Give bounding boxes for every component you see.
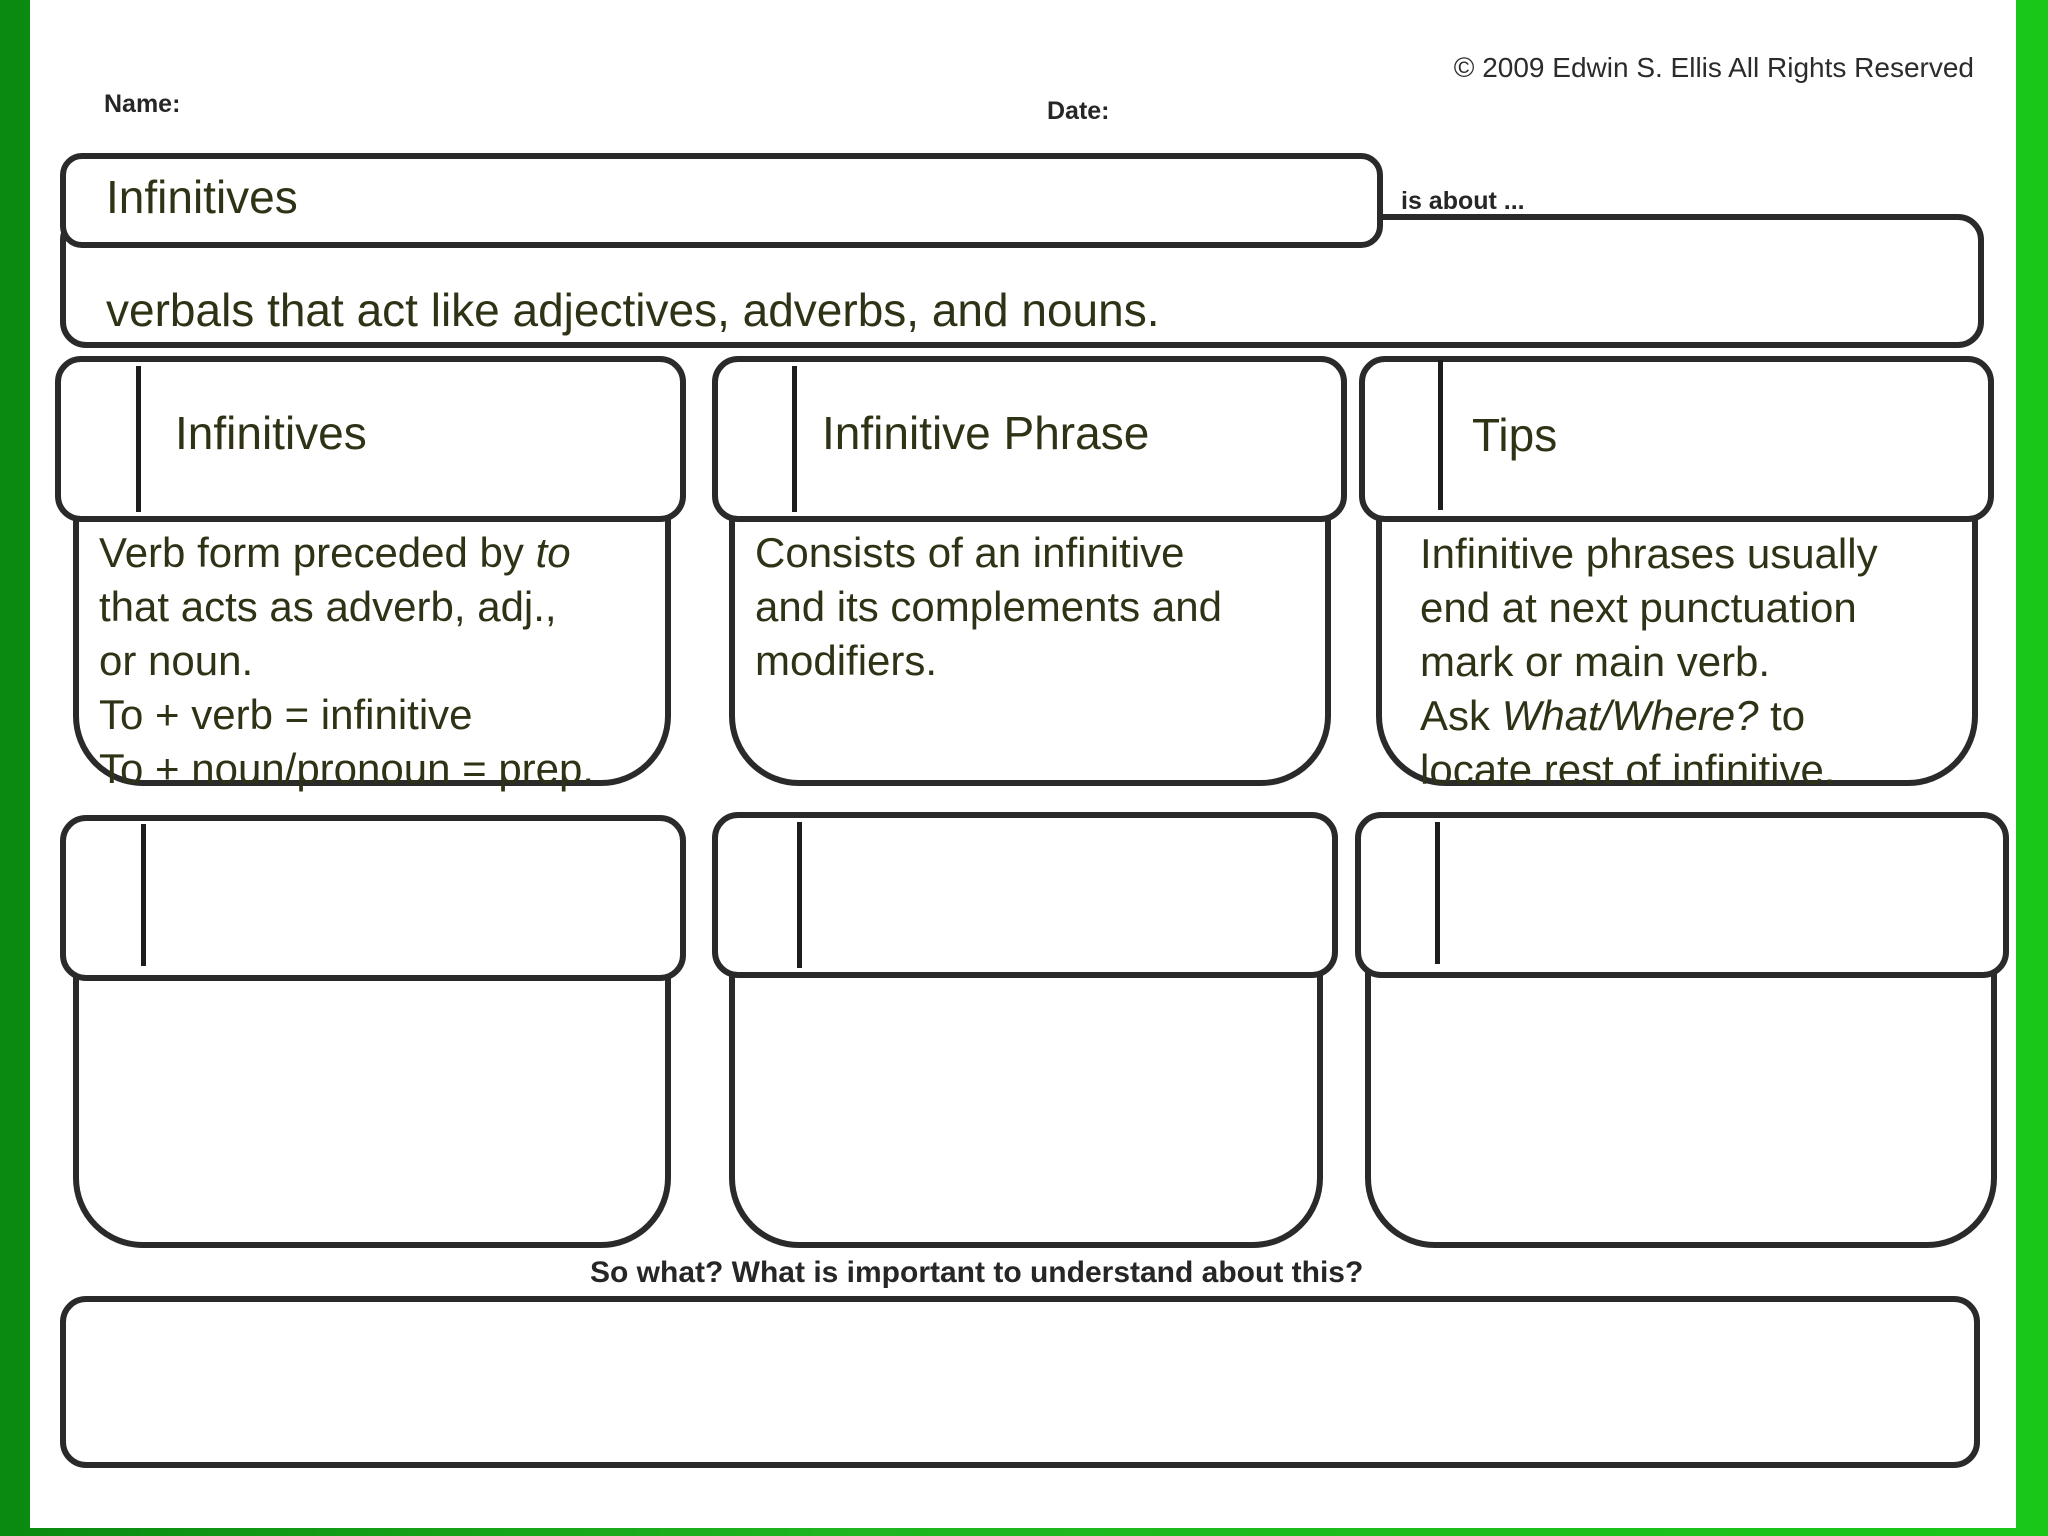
body-line: that acts as adverb, adj., <box>99 583 557 630</box>
so-what-prompt: So what? What is important to understand… <box>590 1256 1364 1289</box>
body-line: and its complements and <box>755 583 1222 630</box>
date-label: Date: <box>1047 97 1110 125</box>
topic-title-box <box>60 153 1383 248</box>
body-line: Consists of an infinitive <box>755 529 1185 576</box>
body-line: Verb form preceded by to <box>99 529 571 576</box>
topic-summary: verbals that act like adjectives, adverb… <box>106 284 1160 336</box>
column-body: Verb form preceded by to that acts as ad… <box>99 526 594 796</box>
worksheet-page: © 2009 Edwin S. Ellis All Rights Reserve… <box>30 0 2016 1528</box>
column-heading: Infinitive Phrase <box>822 407 1150 459</box>
column-body: Consists of an infinitive and its comple… <box>755 526 1222 688</box>
heading-divider <box>141 824 146 966</box>
cell-heading-box <box>1359 356 1994 522</box>
body-line: modifiers. <box>755 637 938 684</box>
body-line: To + verb = infinitive <box>99 691 473 738</box>
heading-divider <box>1438 360 1443 510</box>
body-line: locate rest of infinitive. <box>1420 746 1836 793</box>
heading-divider <box>797 822 802 968</box>
cell-heading-box <box>55 356 686 522</box>
body-line: Infinitive phrases usually <box>1420 530 1878 577</box>
heading-divider <box>792 366 797 512</box>
body-line: To + noun/pronoun = prep. <box>99 745 595 792</box>
topic-title: Infinitives <box>106 171 298 223</box>
so-what-answer-box <box>60 1296 1980 1468</box>
body-line: mark or main verb. <box>1420 638 1771 685</box>
column-body: Infinitive phrases usually end at next p… <box>1420 527 1878 797</box>
body-line: Ask What/Where? to <box>1420 692 1806 739</box>
column-heading: Tips <box>1472 409 1558 461</box>
heading-divider <box>136 366 141 512</box>
copyright-notice: © 2009 Edwin S. Ellis All Rights Reserve… <box>1453 52 1974 83</box>
body-line: end at next punctuation <box>1420 584 1857 631</box>
cell-heading-box <box>60 815 686 981</box>
heading-divider <box>1435 822 1440 964</box>
cell-heading-box <box>712 812 1338 978</box>
cell-heading-box <box>1355 812 2009 978</box>
column-heading: Infinitives <box>175 407 367 459</box>
name-label: Name: <box>104 90 181 118</box>
is-about-label: is about ... <box>1401 187 1525 215</box>
cell-heading-box <box>712 356 1347 522</box>
body-line: or noun. <box>99 637 254 684</box>
